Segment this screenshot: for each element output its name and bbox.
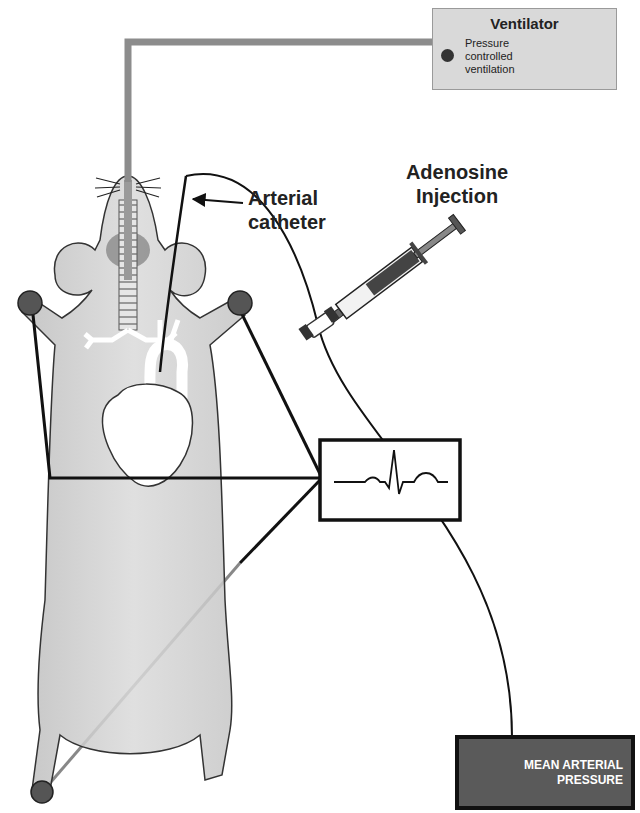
syringe bbox=[322, 212, 467, 330]
heart bbox=[103, 384, 193, 486]
stopcock bbox=[298, 306, 339, 340]
monitor-text: MEAN ARTERIAL PRESSURE bbox=[459, 758, 631, 787]
ecg-monitor bbox=[320, 440, 460, 520]
box-note: Pressure controlled ventilation bbox=[433, 37, 535, 83]
ventilator-box: VentilatorPressure controlled ventilatio… bbox=[432, 8, 617, 90]
arterial-catheter bbox=[160, 176, 186, 372]
injection-label: Adenosine Injection bbox=[392, 160, 522, 208]
electrodes bbox=[18, 291, 252, 803]
ecg-trace bbox=[334, 450, 448, 494]
catheter-label: Arterial catheter bbox=[248, 186, 368, 234]
bullet-dot bbox=[441, 49, 454, 62]
box-heading: Ventilator bbox=[433, 9, 616, 37]
mouse-body bbox=[22, 176, 245, 800]
ecg-leads bbox=[32, 305, 322, 563]
pressure-line bbox=[186, 174, 512, 737]
leader-arrow bbox=[193, 199, 243, 203]
ventilator-tube bbox=[128, 42, 434, 182]
monitor-box: MEAN ARTERIAL PRESSURE bbox=[455, 735, 635, 810]
endotracheal-tube bbox=[124, 180, 132, 280]
